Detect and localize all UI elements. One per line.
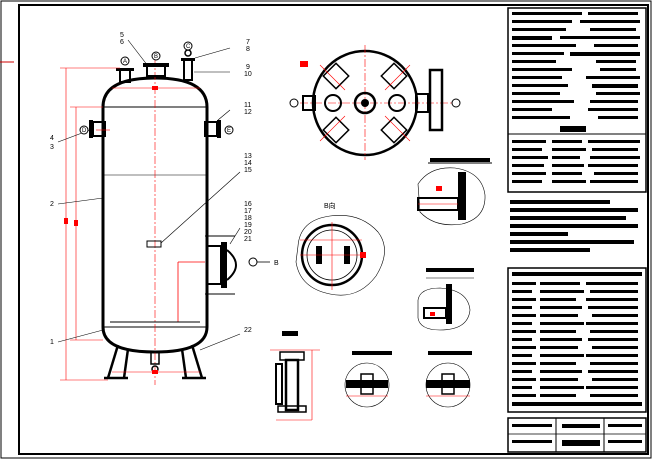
callout-numbers: 1 2 3 4 5 6 7 8 9 10 11 12 13 14 15 16 1… xyxy=(50,32,252,346)
callout-10: 10 xyxy=(244,71,252,78)
table-rows xyxy=(512,12,640,132)
svg-text:A: A xyxy=(123,59,127,65)
section-arrow-label: B xyxy=(274,260,279,267)
technical-data-table xyxy=(507,7,647,193)
callout-18: 18 xyxy=(244,215,252,222)
callout-22: 22 xyxy=(244,327,252,334)
vessel-elevation xyxy=(57,39,241,385)
callout-12: 12 xyxy=(244,109,252,116)
section-b-title: B向 xyxy=(324,201,336,210)
plan-view xyxy=(289,45,461,160)
callout-14: 14 xyxy=(244,160,252,167)
callout-2: 2 xyxy=(50,201,54,208)
nozzle-marker-b: B xyxy=(151,51,161,61)
svg-text:B: B xyxy=(154,54,158,60)
support-legs xyxy=(104,344,206,380)
callout-4: 4 xyxy=(50,135,54,142)
callout-6: 6 xyxy=(120,39,124,46)
detail-view-1 xyxy=(417,158,492,226)
callout-21: 21 xyxy=(244,236,252,243)
nozzle-markers: A B C D E B xyxy=(79,41,279,267)
svg-text:D: D xyxy=(82,128,87,134)
detail-view-3 xyxy=(270,331,320,421)
manway xyxy=(205,235,237,295)
detail-view-5 xyxy=(425,351,472,408)
dimension-lines xyxy=(60,67,200,381)
callout-19: 19 xyxy=(244,222,252,229)
svg-text:E: E xyxy=(227,128,231,134)
title-block xyxy=(507,417,647,453)
callout-16: 16 xyxy=(244,201,252,208)
nameplate xyxy=(146,240,162,248)
detail-view-2 xyxy=(417,268,474,331)
callout-8: 8 xyxy=(246,46,250,53)
callout-9: 9 xyxy=(246,64,250,71)
top-nozzle-center xyxy=(146,65,166,77)
callout-1: 1 xyxy=(50,339,54,346)
leader-lines xyxy=(57,39,241,351)
callout-13: 13 xyxy=(244,153,252,160)
callout-11: 11 xyxy=(244,102,251,109)
callout-5: 5 xyxy=(120,32,124,39)
callout-7: 7 xyxy=(246,39,250,46)
callout-17: 17 xyxy=(244,208,252,215)
nozzle-marker-c: C xyxy=(183,41,193,51)
nozzle-marker-a: A xyxy=(120,56,130,66)
nozzle-marker-e: E xyxy=(224,125,234,135)
callout-15: 15 xyxy=(244,167,252,174)
nozzle-marker-d: D xyxy=(79,125,89,135)
top-nozzle-right xyxy=(183,59,193,81)
section-b-view: B向 xyxy=(295,201,385,296)
bottom-drain xyxy=(150,351,160,365)
technical-notes xyxy=(510,200,638,252)
callout-20: 20 xyxy=(244,229,252,236)
svg-text:C: C xyxy=(186,44,191,50)
callout-3: 3 xyxy=(50,144,54,151)
detail-view-4 xyxy=(344,351,392,408)
manway-marker: B xyxy=(248,257,279,267)
parts-list-table xyxy=(507,267,647,413)
